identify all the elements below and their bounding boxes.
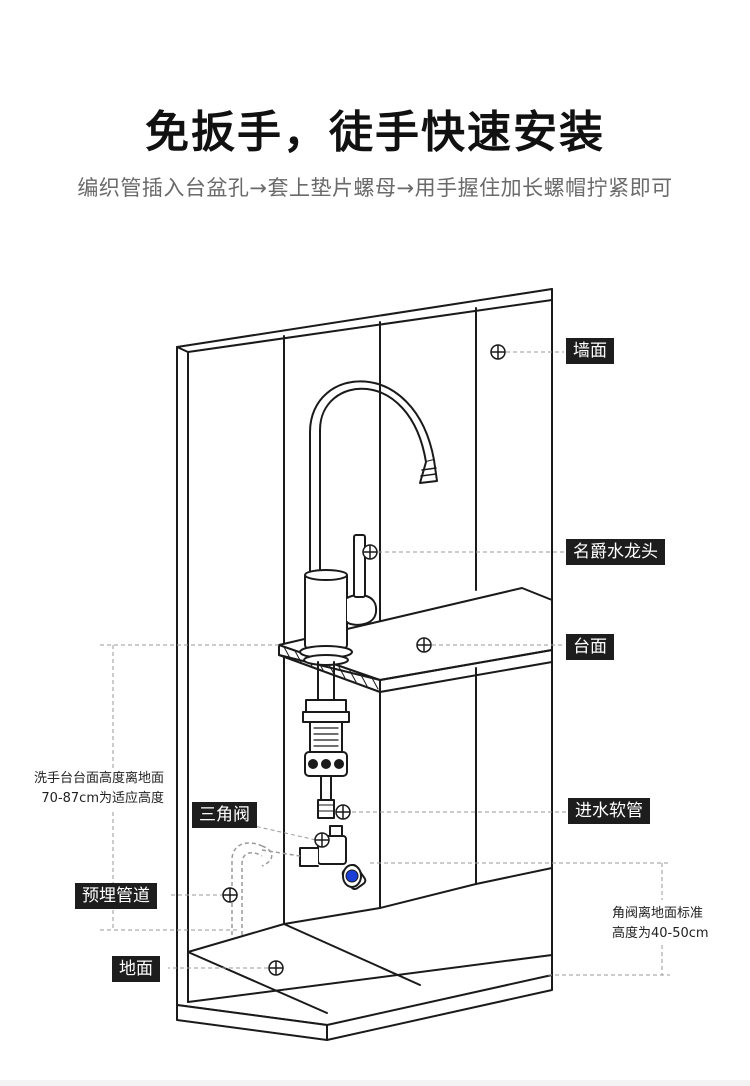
crosshair-marker-icon xyxy=(222,344,506,976)
label-wall: 墙面 xyxy=(566,338,614,364)
angle-valve-drawing xyxy=(299,825,367,891)
label-faucet: 名爵水龙头 xyxy=(566,539,665,565)
label-floor: 地面 xyxy=(112,956,160,982)
valve-blue-knob xyxy=(345,869,359,883)
note-valve-height-line2: 高度为40-50cm xyxy=(612,926,709,941)
label-angle-valve: 三角阀 xyxy=(192,802,257,828)
page-subtitle: 编织管插入台盆孔→套上垫片螺母→用手握住加长螺帽拧紧即可 xyxy=(77,176,673,200)
cabinet-wall xyxy=(176,288,553,1026)
note-counter-height: 洗手台台面高度离地面 70-87cm为适应高度 xyxy=(18,769,164,809)
note-valve-height: 角阀离地面标准 高度为40-50cm xyxy=(612,904,709,944)
leader-lines xyxy=(100,351,670,976)
label-embedded-pipe: 预埋管道 xyxy=(75,883,157,909)
countertop-slab xyxy=(278,587,553,693)
page-title: 免扳手，徒手快速安装 xyxy=(145,107,605,158)
bottom-bar xyxy=(0,1080,750,1086)
faucet-drawing xyxy=(299,380,438,819)
label-countertop: 台面 xyxy=(566,634,614,660)
label-inlet-hose: 进水软管 xyxy=(568,798,650,824)
note-valve-height-line1: 角阀离地面标准 xyxy=(612,906,704,921)
note-counter-height-line2: 70-87cm为适应高度 xyxy=(41,791,164,806)
floor-base xyxy=(176,923,553,1041)
embedded-pipe-drawing xyxy=(231,842,301,935)
note-counter-height-line1: 洗手台台面高度离地面 xyxy=(33,771,164,786)
